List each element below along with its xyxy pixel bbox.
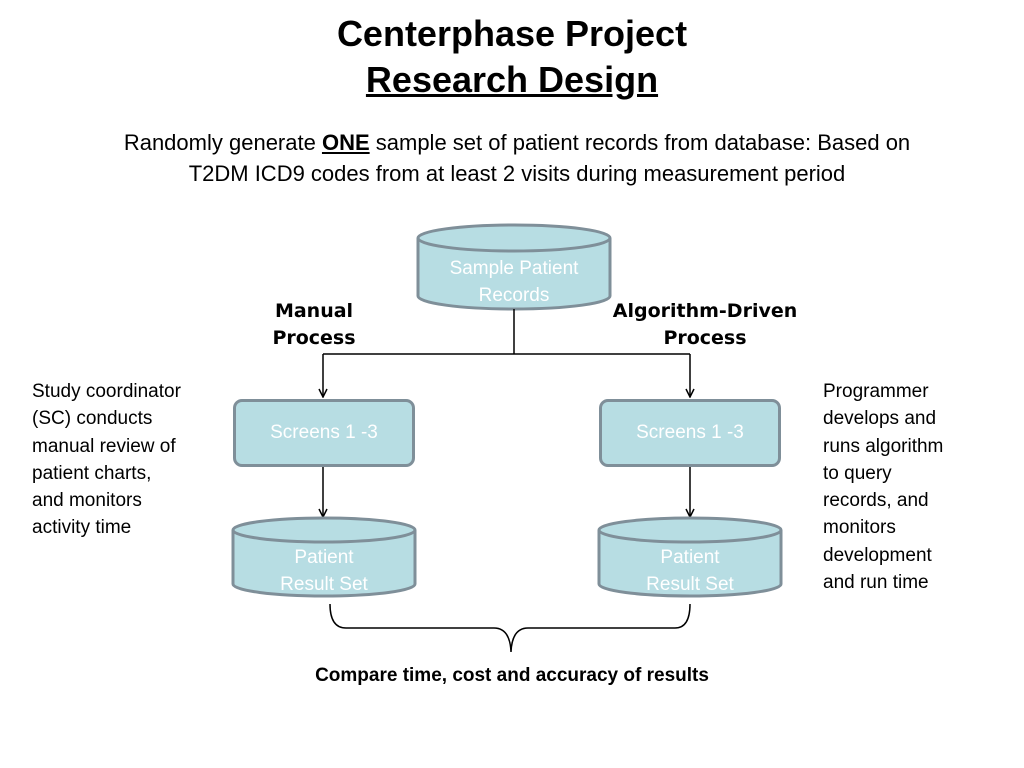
manual-result-label: Patient Result Set [280, 547, 368, 595]
manual-process-label: Manual Process [272, 300, 356, 350]
compare-brace [329, 603, 691, 653]
compare-caption: Compare time, cost and accuracy of resul… [315, 665, 709, 686]
sample-records-cylinder [416, 223, 612, 311]
sample-records-label: Sample Patient Records [449, 258, 579, 306]
algorithm-description: Programmer develops and runs algorithm t… [823, 381, 944, 594]
manual-screens-label: Screens 1 -3 [270, 422, 378, 443]
intro-text-emphasis: ONE [321, 130, 370, 155]
title-line-1: Centerphase Project [336, 13, 688, 54]
title-line-2: Research Design [365, 59, 659, 100]
intro-text: Randomly generate ONE sample set of pati… [104, 127, 930, 189]
algorithm-screens-label: Screens 1 -3 [636, 422, 744, 443]
algorithm-result-label: Patient Result Set [646, 547, 734, 595]
manual-description: Study coordinator (SC) conducts manual r… [32, 381, 181, 539]
algorithm-screens-box: Screens 1 -3 [599, 399, 781, 467]
intro-text-before: Randomly generate [123, 130, 322, 155]
algorithm-process-label: Algorithm-Driven Process [612, 300, 798, 350]
manual-screens-box: Screens 1 -3 [233, 399, 415, 467]
intro-text-after: sample set of patient records from datab… [188, 130, 911, 186]
algo-result-cylinder [597, 516, 783, 598]
manual-result-cylinder [231, 516, 417, 598]
